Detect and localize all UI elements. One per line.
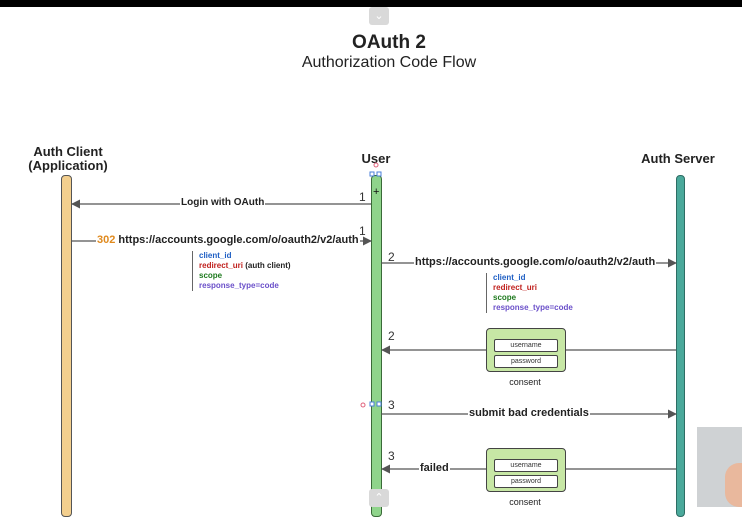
expand-toolbar-button[interactable]: ⌃ xyxy=(369,489,389,507)
param-scope: scope xyxy=(199,271,223,280)
param-redirect-uri: redirect_uri xyxy=(199,261,244,270)
client-params-list: client_id redirect_uri (auth client) sco… xyxy=(192,251,291,291)
lane-label-auth-client-text: Auth Client (Application) xyxy=(28,144,108,173)
selection-handle xyxy=(369,401,375,407)
top-bar xyxy=(0,0,742,7)
password-field: password xyxy=(494,355,558,368)
message-login-with-oauth: Login with OAuth xyxy=(180,197,266,208)
collapse-toolbar-button[interactable]: ⌄ xyxy=(369,7,389,25)
selection-handle xyxy=(369,171,375,177)
diagram-subtitle: Authorization Code Flow xyxy=(301,54,477,71)
login-form-mockup: username password xyxy=(486,448,566,492)
username-field: username xyxy=(494,339,558,352)
selection-handle xyxy=(376,171,382,177)
step-number: 2 xyxy=(388,250,395,264)
lane-label-user: User xyxy=(361,151,391,166)
message-submit-bad-credentials: submit bad credentials xyxy=(468,407,590,419)
message-auth-request-url: https://accounts.google.com/o/oauth2/v2/… xyxy=(414,256,657,268)
lane-label-auth-client: Auth Client (Application) xyxy=(22,145,114,173)
password-field: password xyxy=(494,475,558,488)
param-redirect-note: (auth client) xyxy=(245,261,291,270)
lane-label-auth-server: Auth Server xyxy=(641,151,715,166)
webcam-overlay xyxy=(697,427,742,507)
connection-point xyxy=(360,402,366,408)
login-form-mockup: username password xyxy=(486,328,566,372)
status-code-302: 302 xyxy=(97,234,116,246)
step-number: 2 xyxy=(388,329,395,343)
consent-caption: consent xyxy=(509,377,541,387)
param-client-id: client_id xyxy=(199,251,232,260)
step-number: 3 xyxy=(388,398,395,412)
param-redirect-uri-row: redirect_uri (auth client) xyxy=(199,261,291,271)
message-failed: failed xyxy=(419,462,450,474)
step-number: 1 xyxy=(359,224,366,238)
step-number: 1 xyxy=(359,190,366,204)
param-response-type: response_type=code xyxy=(199,281,279,290)
param-redirect-uri: redirect_uri xyxy=(493,283,538,292)
plus-marker: + xyxy=(373,186,379,198)
selection-handle xyxy=(376,401,382,407)
param-scope: scope xyxy=(493,293,517,302)
diagram-title: OAuth 2 xyxy=(352,32,426,53)
server-params-list: client_id redirect_uri scope response_ty… xyxy=(486,273,573,313)
redirect-url: https://accounts.google.com/o/oauth2/v2/… xyxy=(118,234,359,246)
param-response-type: response_type=code xyxy=(493,303,573,312)
step-number: 3 xyxy=(388,449,395,463)
webcam-person xyxy=(725,463,742,507)
message-302-redirect: 302 https://accounts.google.com/o/oauth2… xyxy=(96,234,360,246)
rotate-handle xyxy=(373,162,379,168)
username-field: username xyxy=(494,459,558,472)
consent-caption: consent xyxy=(509,497,541,507)
param-client-id: client_id xyxy=(493,273,526,282)
